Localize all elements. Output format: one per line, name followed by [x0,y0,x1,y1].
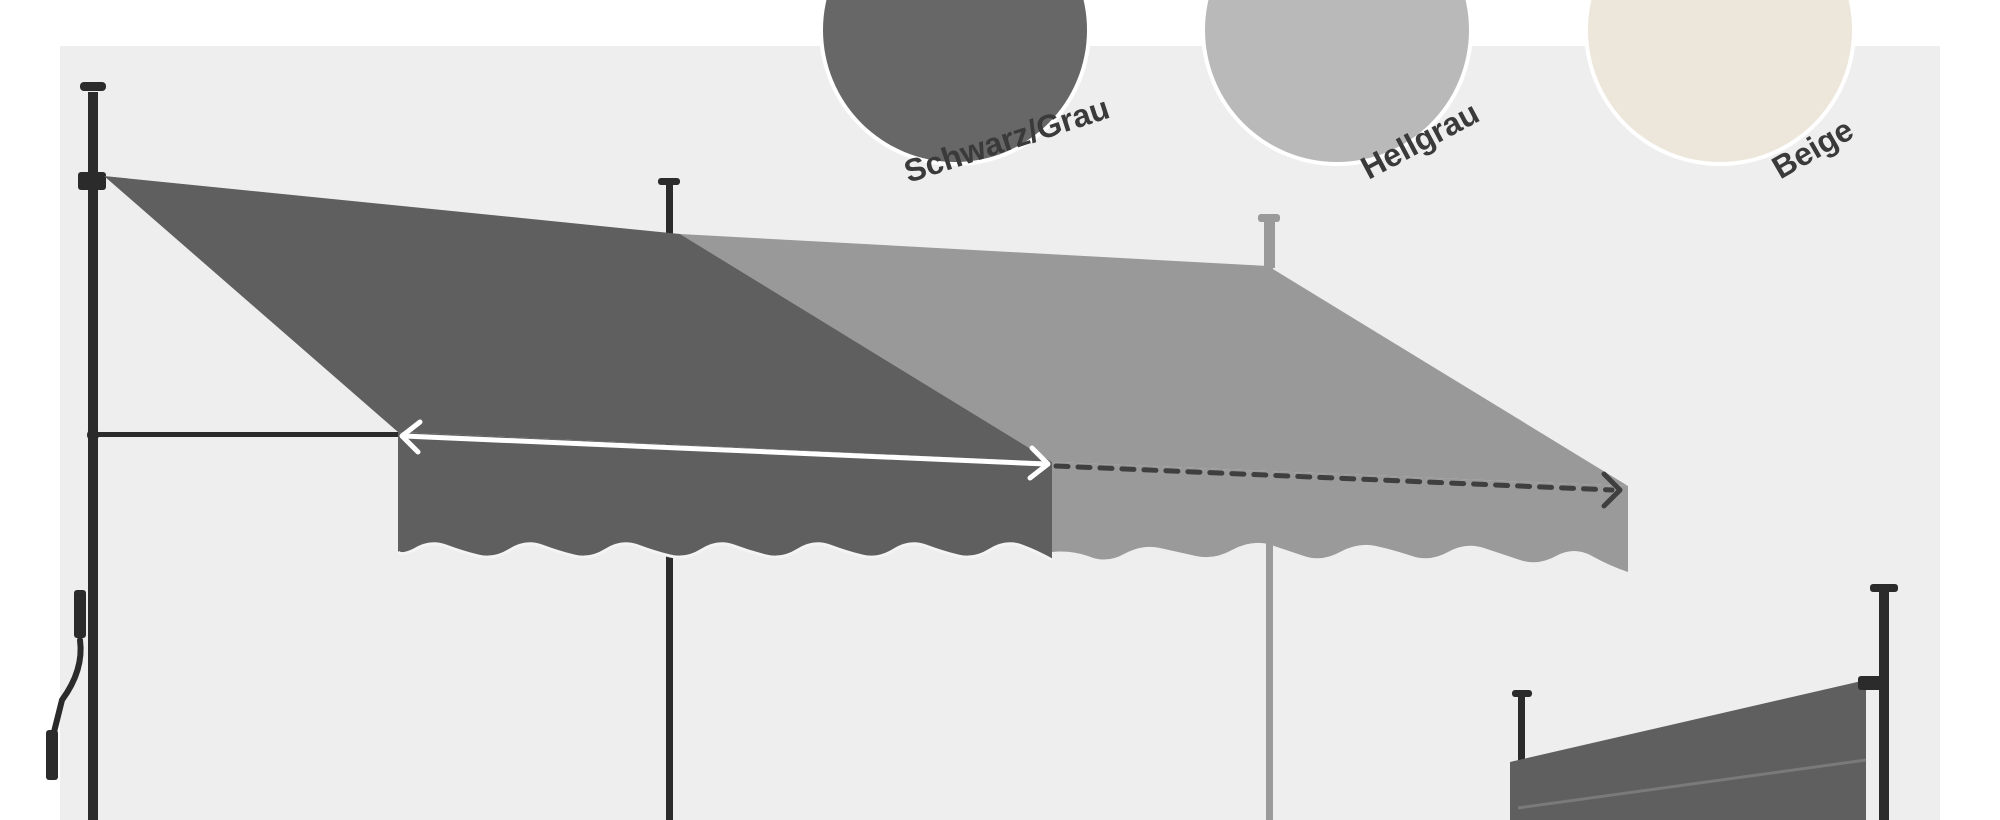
awning-extended-light [680,214,1628,820]
support-arm [88,432,398,437]
valance-extended [1052,462,1628,572]
valance-piping [396,542,1053,562]
canopy-retracted [104,176,1052,462]
swatch-beige: Beige [1584,0,1859,186]
pole-main [88,92,98,820]
pole-main-cap [80,82,106,91]
pole-far-top [1264,220,1275,268]
swatch-hellgrau: Hellgrau [1201,0,1485,186]
awning-side-view [1510,584,1898,820]
awning-retracted-dark [46,82,1053,820]
swatch-schwarz-grau: Schwarz/Grau [819,0,1114,190]
hand-crank-icon [46,590,86,780]
canopy-extended [680,234,1628,486]
pole-main-bracket [78,172,106,190]
double-headed-arrow-icon [399,419,1051,481]
support-arm-joint [87,429,99,441]
valance-retracted [398,432,1052,560]
pole-middle-cap [658,178,680,185]
dashed-arrow-icon [1053,463,1623,509]
